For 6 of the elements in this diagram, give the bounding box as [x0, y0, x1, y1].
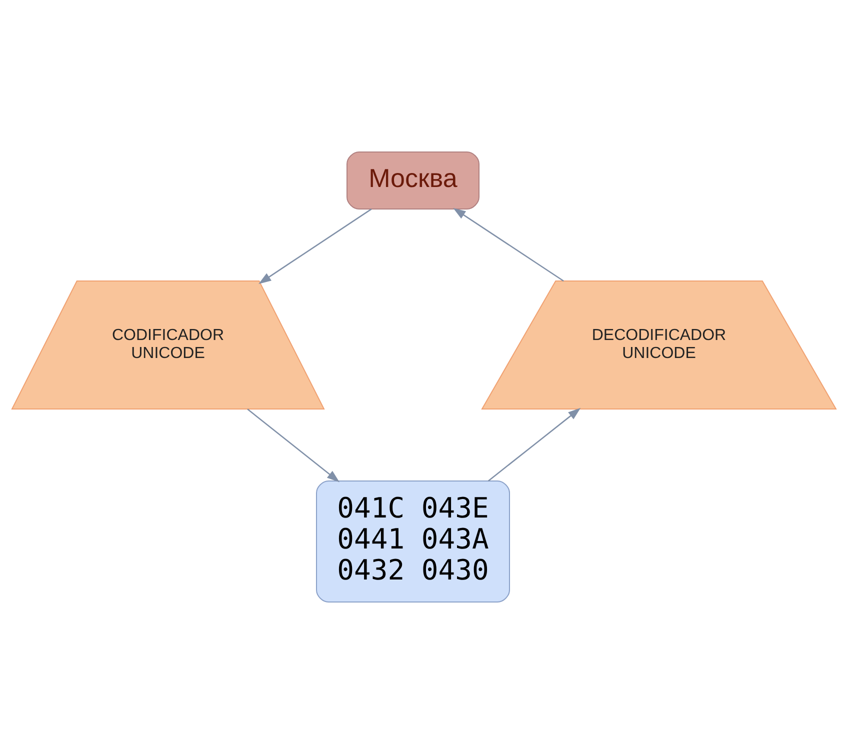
- arrow: [453, 207, 564, 282]
- node-box: 041C 043E 0441 043A 0432 0430: [316, 480, 510, 602]
- arrow: [258, 208, 372, 284]
- node-box: Москва: [346, 151, 480, 209]
- arrow: [488, 407, 581, 481]
- arrow: [247, 408, 340, 482]
